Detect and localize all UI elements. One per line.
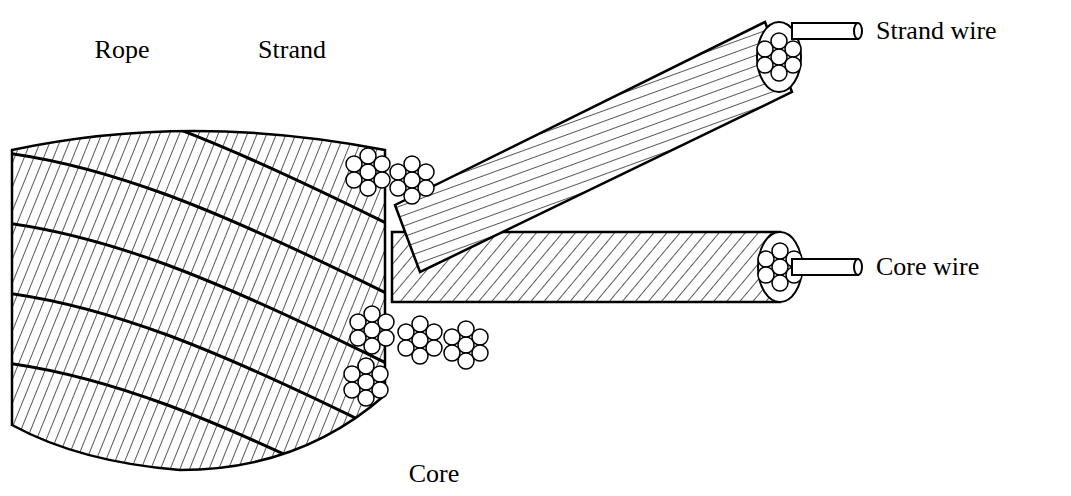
strand-wire [792,23,858,39]
strand-section [390,156,434,204]
part-label: Core [409,460,460,489]
part-label: Rope [95,36,150,65]
strand-section [444,321,488,369]
strand-section [350,306,394,354]
strand-wire-end [854,23,862,39]
rope-body [12,131,385,470]
strand-boundary [0,360,400,496]
strand-body [395,22,792,272]
core-wire [792,259,858,275]
strand-wire-section [757,33,801,81]
strand-section [398,316,442,364]
part-label: Strand [258,36,326,65]
strand-section [344,358,388,406]
strand-section [346,148,390,196]
strand-boundaries [0,80,400,496]
part-label: Core wire [876,253,979,282]
core-wire-end [854,259,862,275]
part-label: Strand wire [876,17,997,46]
